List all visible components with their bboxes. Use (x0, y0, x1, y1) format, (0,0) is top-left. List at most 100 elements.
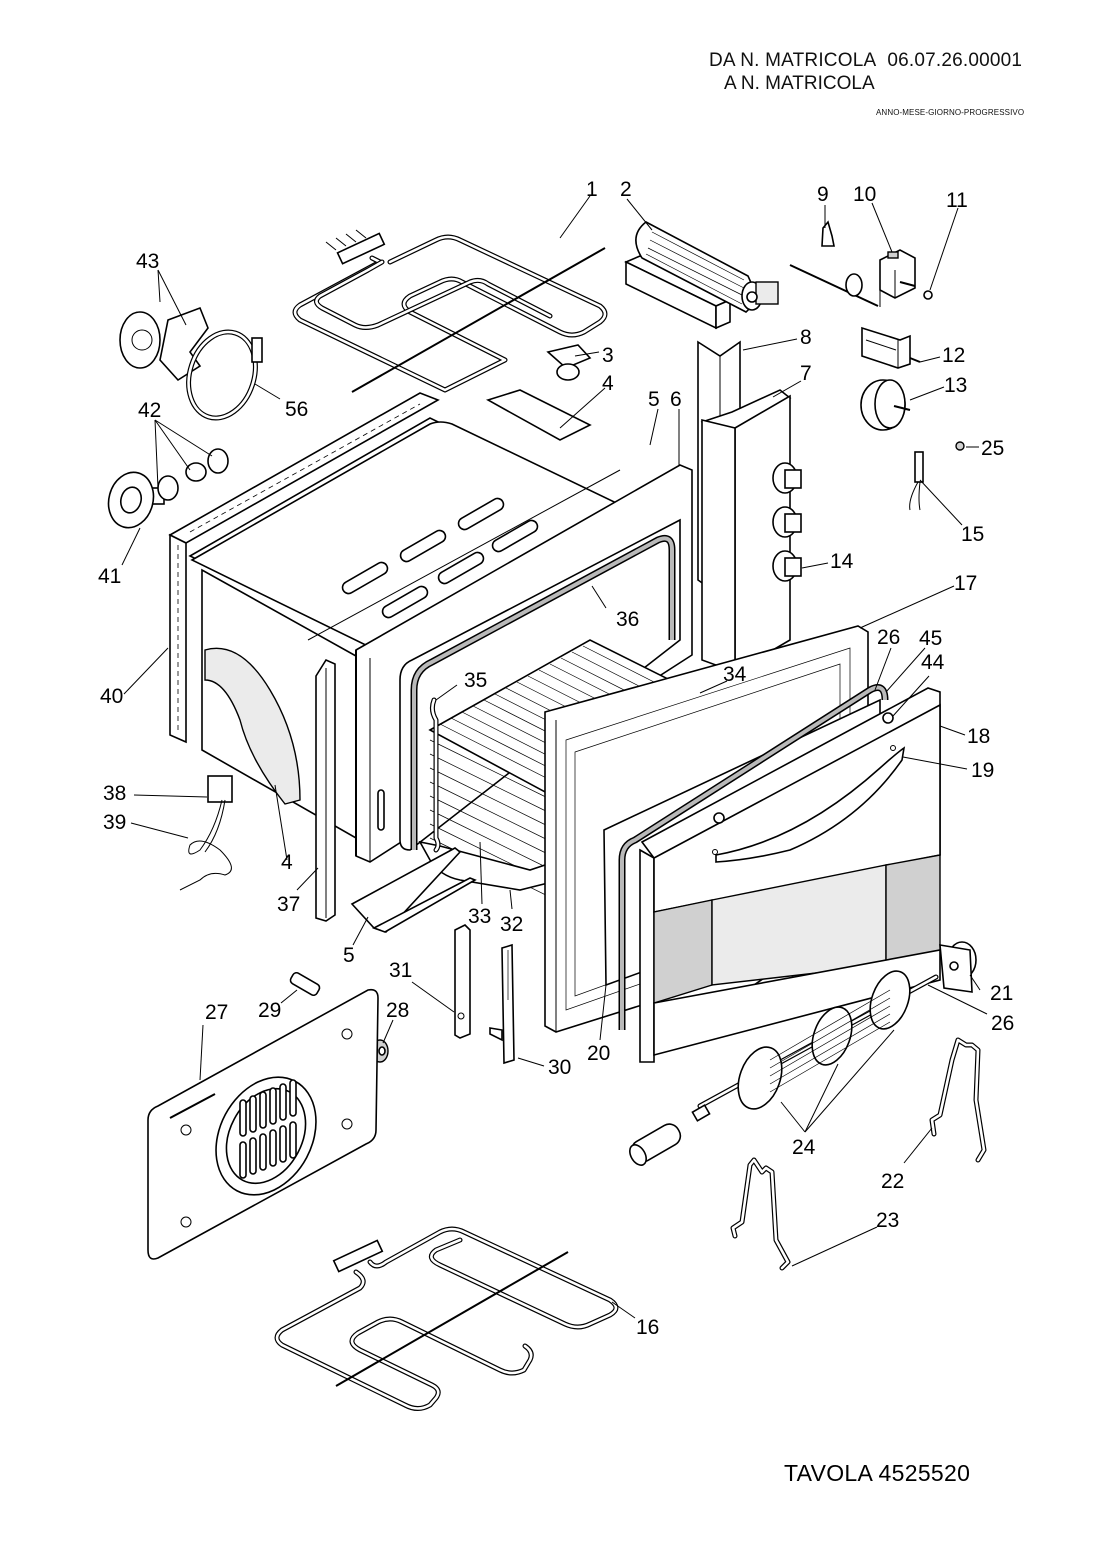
callout-11: 11 (946, 189, 968, 212)
callout-33: 33 (468, 905, 491, 928)
rack-wire (429, 781, 561, 847)
part-bolt (289, 971, 321, 997)
callout-56: 56 (285, 398, 308, 421)
part-bottom-profile (350, 847, 477, 933)
callout-14: 14 (830, 550, 854, 573)
part-power-cable (179, 799, 232, 891)
grill-slot (249, 1137, 257, 1175)
callout-19: 19 (971, 759, 994, 782)
grill-slot (239, 1099, 247, 1137)
rack-wire (429, 753, 561, 819)
serial-format-note: ANNO-MESE-GIORNO-PROGRESSIVO (876, 108, 1025, 117)
grill-slot (289, 1121, 297, 1159)
callout-41: 41 (98, 565, 121, 588)
leader-lines (121, 195, 988, 1319)
callout-25: 25 (981, 437, 1004, 460)
callout-5: 5 (343, 944, 355, 967)
table-number: TAVOLA 4525520 (784, 1460, 971, 1486)
part-rotisserie (629, 970, 939, 1166)
callout-17: 17 (954, 572, 977, 595)
callout-1: 1 (586, 178, 598, 201)
callout-36: 36 (616, 608, 639, 631)
control-knob-2 (772, 506, 802, 538)
callout-13: 13 (944, 374, 967, 397)
callout-7: 7 (800, 362, 812, 385)
callout-35: 35 (464, 669, 487, 692)
callout-16: 16 (636, 1316, 659, 1339)
part-door-gasket (618, 684, 889, 1030)
part-timer (860, 379, 911, 431)
part-safety-thermostat (546, 344, 592, 381)
part-lamp-seal (107, 471, 155, 529)
callout-2: 2 (620, 178, 632, 201)
callout-42: 42 (138, 399, 161, 422)
part-lower-heating-element (274, 1226, 619, 1411)
callout-32: 32 (500, 913, 523, 936)
part-bulb-clip (821, 220, 835, 247)
callout-26: 26 (877, 626, 900, 649)
callout-4: 4 (281, 851, 293, 874)
grill-slot (289, 1079, 297, 1117)
grill-slot (259, 1091, 267, 1129)
callout-44: 44 (921, 651, 945, 674)
part-side-profile (315, 658, 336, 922)
callout-9: 9 (817, 183, 829, 206)
callout-4: 4 (602, 372, 614, 395)
part-upper-grill-element (292, 229, 608, 393)
part-tangential-fan (624, 221, 779, 330)
spit-prong (769, 1013, 891, 1085)
callout-15: 15 (961, 523, 984, 546)
serial-from-label: DA N. MATRICOLA (709, 50, 877, 71)
callout-34: 34 (723, 663, 747, 686)
part-circular-element (186, 329, 263, 421)
part-side-runner (429, 697, 441, 853)
callout-31: 31 (389, 959, 412, 982)
control-knob-1 (772, 462, 802, 494)
part-hinge-receptacle (454, 924, 471, 1039)
part-spit-support-23 (730, 1157, 791, 1271)
callout-45: 45 (919, 627, 942, 650)
part-spit-motor (939, 941, 977, 993)
part-lamp-cap (955, 441, 965, 451)
rack-wire (429, 767, 561, 833)
grill-slot (279, 1125, 287, 1163)
part-outer-door (639, 687, 941, 1063)
callout-24: 24 (792, 1136, 816, 1159)
part-hinge (489, 943, 515, 1065)
grill-slot (279, 1083, 287, 1121)
callout-39: 39 (103, 811, 126, 834)
part-nut (923, 290, 933, 300)
callout-43: 43 (136, 250, 159, 273)
rack-wire (429, 739, 561, 805)
spit-prong (769, 1005, 891, 1077)
control-knob-3 (772, 550, 802, 582)
callout-20: 20 (587, 1042, 610, 1065)
callout-8: 8 (800, 326, 812, 349)
part-terminal-block (207, 775, 233, 803)
part-control-panel (697, 340, 802, 674)
spit-prong (769, 1021, 891, 1093)
callout-6: 6 (670, 388, 682, 411)
callout-23: 23 (876, 1209, 899, 1232)
rotisserie-handle (629, 1104, 711, 1166)
callout-37: 37 (277, 893, 300, 916)
grill-slot (249, 1095, 257, 1133)
callout-5: 5 (648, 388, 660, 411)
callout-38: 38 (103, 782, 126, 805)
callout-10: 10 (853, 183, 876, 206)
callout-22: 22 (881, 1170, 904, 1193)
callout-3: 3 (602, 344, 614, 367)
part-thermostat (789, 249, 916, 307)
serial-from-value: 06.07.26.00001 (887, 50, 1023, 71)
callout-27: 27 (205, 1001, 228, 1024)
spit-prong (769, 997, 891, 1069)
callout-40: 40 (100, 685, 123, 708)
callout-28: 28 (386, 999, 409, 1022)
part-side-insulation (168, 392, 440, 744)
grill-slot (269, 1087, 277, 1125)
rack-wire (429, 809, 561, 875)
rack-wire (429, 795, 561, 861)
spit-prong (769, 989, 891, 1061)
